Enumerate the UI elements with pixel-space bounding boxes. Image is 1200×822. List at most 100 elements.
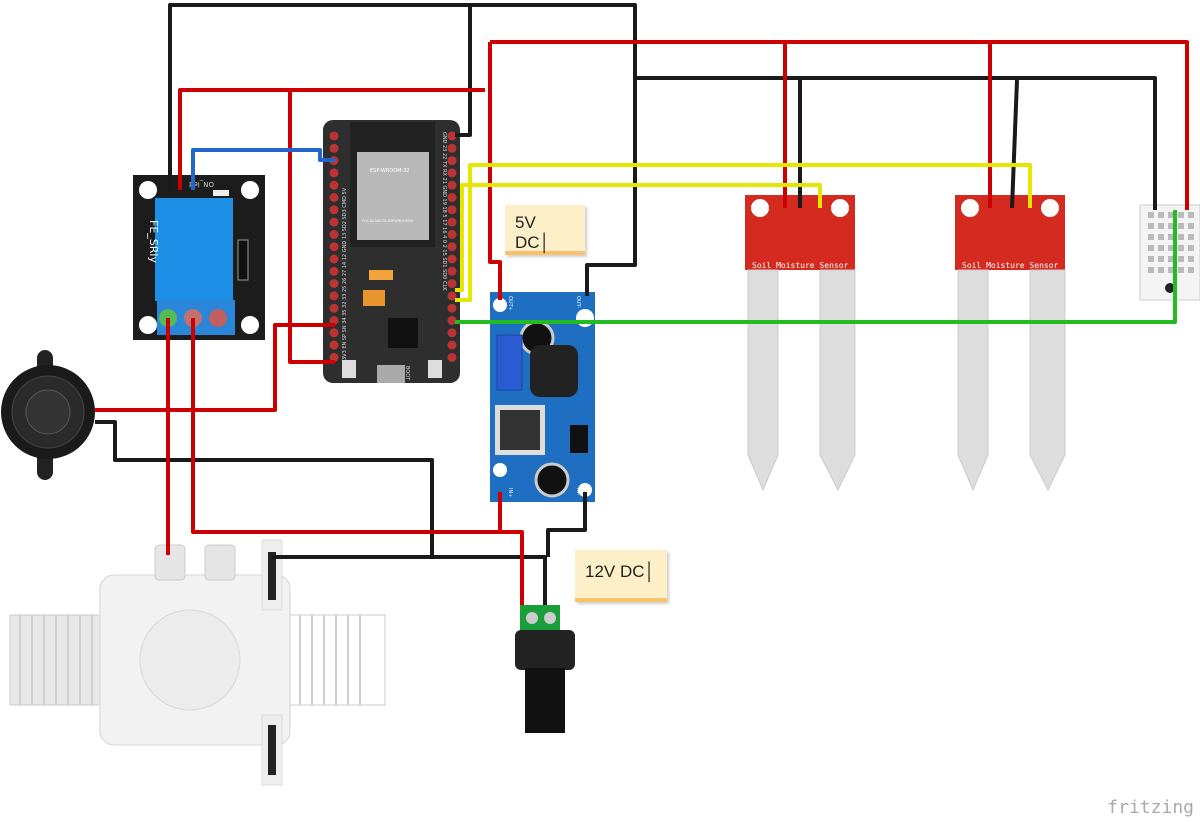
wire-black xyxy=(1010,79,1019,209)
esp-pin xyxy=(447,328,457,338)
esp-pin xyxy=(329,242,339,252)
esp-pin xyxy=(447,205,457,215)
esp-pin xyxy=(447,131,457,141)
esp-module-label: ESP-WROOM-32 xyxy=(370,168,410,174)
dht-vent xyxy=(1168,256,1174,262)
dht-vent xyxy=(1188,223,1194,229)
esp-pin xyxy=(329,279,339,289)
esp-pin xyxy=(447,193,457,202)
piezo-buzzer xyxy=(1,350,95,480)
soil-sensor-label: Soil Moisture Sensor xyxy=(962,261,1059,270)
esp-pin xyxy=(447,217,457,227)
wire-red xyxy=(178,88,485,190)
dht-vent xyxy=(1178,223,1184,229)
esp-pin xyxy=(447,352,457,362)
buck-in-minus-label: IN- xyxy=(575,488,581,495)
esp-pin xyxy=(329,193,339,202)
esp-pin xyxy=(329,205,339,215)
soil-sensor-label: Soil Moisture Sensor xyxy=(752,261,849,270)
wires xyxy=(95,3,1189,605)
dht-vent xyxy=(1188,256,1194,262)
esp-pin xyxy=(447,180,457,190)
fritzing-logo: fritzing xyxy=(1107,797,1194,818)
esp-pin xyxy=(329,266,339,276)
esp-pin xyxy=(329,316,339,325)
dht-sensor xyxy=(1139,204,1200,301)
wire-black xyxy=(455,5,472,137)
buck-converter: OUT+ OUT- IN+ IN- xyxy=(490,292,595,502)
wire-red xyxy=(288,90,335,364)
esp-right-pin-labels: GND 23 22 TX RX 21 GND 19 18 5 17 16 4 0… xyxy=(441,132,447,291)
wire-red xyxy=(191,318,524,605)
note-text: 5V DC xyxy=(515,213,540,252)
dht-vent xyxy=(1168,223,1174,229)
esp-pin xyxy=(447,254,457,264)
dht-vent xyxy=(1178,267,1184,273)
dht-vent xyxy=(1148,267,1154,273)
esp-pin xyxy=(447,242,457,252)
dht-vent xyxy=(1178,212,1184,218)
dht-vent xyxy=(1158,223,1164,229)
esp-rst-label: RST xyxy=(350,368,356,379)
esp-left-pin-labels: 3V3 EN SP SN 34 35 32 33 25 26 27 14 12 … xyxy=(342,187,348,360)
dht-vent xyxy=(1148,223,1154,229)
dht-vent xyxy=(1148,256,1154,262)
dht-vent xyxy=(1178,245,1184,251)
dht-vent xyxy=(1178,256,1184,262)
dht-vent xyxy=(1188,234,1194,240)
note-12v-dc[interactable]: 12V DC│ xyxy=(575,550,667,602)
dht-vent xyxy=(1158,234,1164,240)
buck-in-plus-label: IN+ xyxy=(507,488,513,497)
esp-pin xyxy=(329,131,339,141)
soil-moisture-sensor-1: Soil Moisture Sensor xyxy=(745,195,856,492)
relay-led-label: ON_led xyxy=(189,180,214,188)
esp-pin xyxy=(329,303,339,313)
esp-pin xyxy=(447,168,457,178)
wire-blue xyxy=(191,148,335,190)
dht-vent xyxy=(1168,234,1174,240)
solenoid-valve xyxy=(9,539,386,786)
dht-vent xyxy=(1158,212,1164,218)
dc-barrel-jack xyxy=(515,605,575,733)
esp-pin xyxy=(329,291,339,301)
buck-out-plus-label: OUT+ xyxy=(507,296,513,311)
soil-moisture-sensor-2: Soil Moisture Sensor xyxy=(955,195,1066,492)
wire-black xyxy=(272,555,547,605)
esp-pin xyxy=(447,156,457,166)
wire-red xyxy=(488,42,502,300)
esp-boot-label: BOOT xyxy=(404,366,410,381)
esp-pin xyxy=(447,266,457,276)
wire-black xyxy=(95,420,434,555)
esp-pin xyxy=(447,340,457,350)
wire-yellow xyxy=(455,163,1032,302)
relay-module: FE_SRly ON_led xyxy=(133,175,265,340)
note-5v-dc[interactable]: 5V DC│ xyxy=(505,205,585,255)
esp-pin xyxy=(329,254,339,264)
dht-vent xyxy=(1148,212,1154,218)
esp-pin xyxy=(447,291,457,301)
dht-vent xyxy=(1178,234,1184,240)
wire-green xyxy=(455,210,1177,324)
dht-vent xyxy=(1168,212,1174,218)
esp-pin xyxy=(329,229,339,239)
esp-pin xyxy=(447,229,457,239)
wire-black xyxy=(546,492,587,557)
dht-vent xyxy=(1168,245,1174,251)
esp-pin xyxy=(447,303,457,313)
esp-fcc-label: FCC ID:2AC7Z-ESPWROOM32 xyxy=(362,219,413,223)
esp-pin xyxy=(329,340,339,350)
wire-black xyxy=(168,3,637,296)
dht-vent xyxy=(1148,234,1154,240)
wire-red xyxy=(490,40,1189,210)
esp32-board: ESP-WROOM-32 FCC ID:2AC7Z-ESPWROOM32 3V3… xyxy=(323,120,460,383)
esp-pin xyxy=(329,143,339,153)
esp-pin xyxy=(447,143,457,153)
esp-pin xyxy=(329,217,339,227)
note-text: 12V DC xyxy=(585,562,645,581)
dht-vent xyxy=(1158,256,1164,262)
wire-black xyxy=(635,76,1157,210)
dht-vent xyxy=(1188,267,1194,273)
dht-vent xyxy=(1148,245,1154,251)
